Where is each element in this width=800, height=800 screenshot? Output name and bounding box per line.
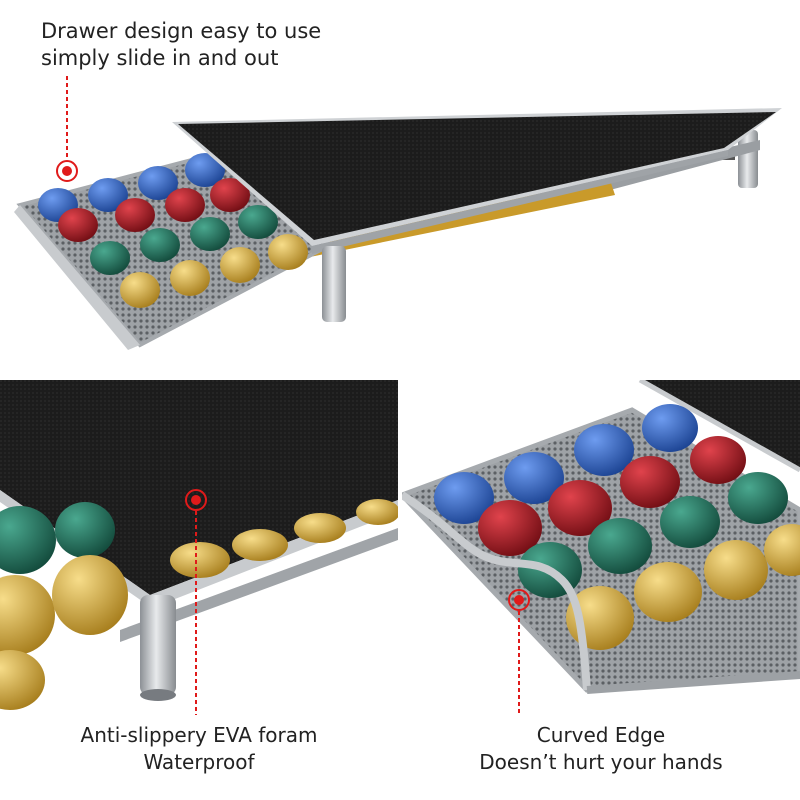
caption-edge-line2: Doesn’t hurt your hands — [479, 750, 723, 774]
callout-marker — [56, 160, 78, 182]
stand-leg-front — [322, 246, 346, 322]
caption-drawer-line2: simply slide in and out — [41, 46, 279, 70]
capsules — [38, 153, 308, 308]
top-product-photo — [0, 0, 800, 370]
caption-edge: Curved Edge Doesn’t hurt your hands — [402, 722, 800, 776]
caption-drawer: Drawer design easy to use simply slide i… — [41, 18, 321, 72]
curved-edge-illustration — [402, 380, 800, 715]
caption-mat-line2: Waterproof — [143, 750, 255, 774]
capsules-closeup-right — [434, 404, 800, 650]
curved-edge — [402, 491, 591, 691]
stand-leg-closeup — [140, 595, 176, 695]
caption-mat-line1: Anti-slippery EVA foram — [80, 723, 318, 747]
curved-edge-closeup-photo — [402, 380, 800, 800]
eva-mat — [178, 112, 776, 240]
caption-drawer-line1: Drawer design easy to use — [41, 19, 322, 43]
mat-closeup-photo — [0, 380, 398, 800]
drawer-stand-illustration — [14, 76, 782, 350]
callout-marker-edge — [508, 589, 530, 611]
caption-mat: Anti-slippery EVA foram Waterproof — [0, 722, 398, 776]
capsules-closeup — [0, 499, 398, 710]
caption-edge-line1: Curved Edge — [536, 723, 666, 747]
mat-closeup-illustration — [0, 380, 398, 715]
callout-marker-mat — [185, 489, 207, 511]
